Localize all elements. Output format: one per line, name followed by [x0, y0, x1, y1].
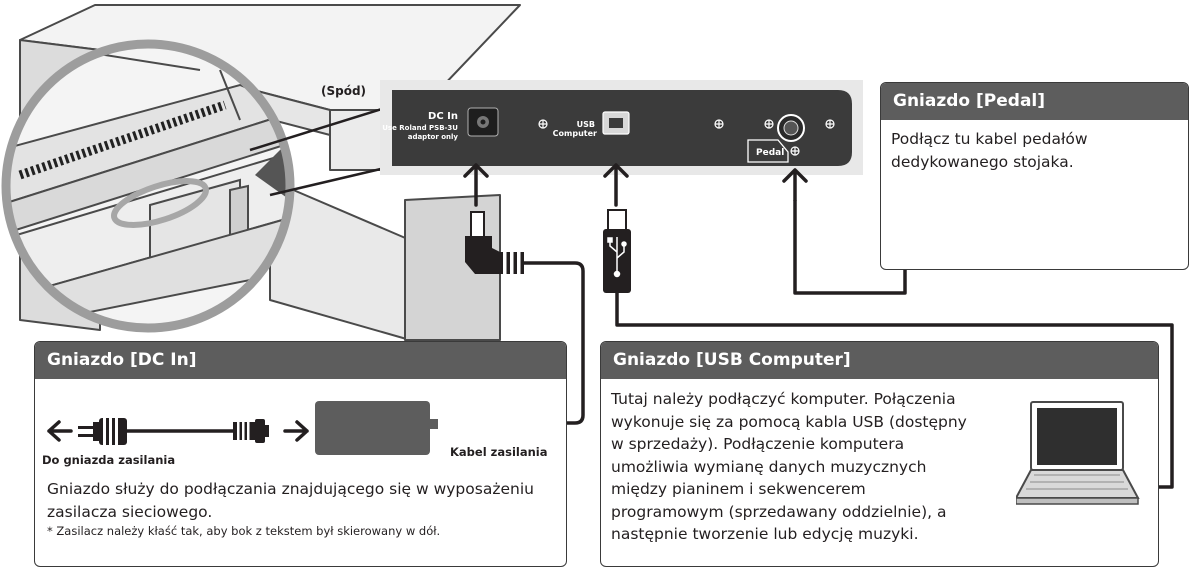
- usb-plug: [603, 209, 631, 293]
- usb-computer-socket-box: Gniazdo [USB Computer] Tutaj należy podł…: [600, 341, 1159, 567]
- bottom-label: (Spód): [321, 84, 366, 98]
- laptop-icon: [1016, 401, 1140, 505]
- plug-icon: [78, 418, 127, 445]
- dc-plug: [465, 211, 524, 274]
- pedal-panel-label: Pedal: [756, 148, 784, 158]
- usb-box-title: Gniazdo [USB Computer]: [601, 342, 1158, 379]
- arrow-up-icon: [463, 163, 808, 207]
- usb-panel-label1: USB: [577, 120, 595, 129]
- magnifier-view: [1, 39, 386, 333]
- usb-panel-label2: Computer: [553, 129, 597, 138]
- connector-plug: [233, 419, 269, 443]
- dc-in-panel-sub1: Use Roland PSB-3U: [382, 124, 458, 132]
- dc-box-title: Gniazdo [DC In]: [35, 342, 566, 379]
- pedal-box-text: Podłącz tu kabel pedałów dedykowanego st…: [891, 130, 1088, 171]
- usb-icon: [607, 237, 627, 278]
- cable-label: Kabel zasilania: [450, 445, 548, 459]
- dc-in-socket-box: Gniazdo [DC In] Do: [34, 341, 567, 567]
- dc-box-note: * Zasilacz należy kłaść tak, aby bok z t…: [47, 524, 441, 538]
- dc-in-panel-sub2: adaptor only: [408, 133, 459, 141]
- cables: [432, 200, 1174, 489]
- pedal-socket-box: Gniazdo [Pedal] Podłącz tu kabel pedałów…: [880, 82, 1189, 270]
- pedal-box-title: Gniazdo [Pedal]: [881, 83, 1188, 120]
- dc-box-text: Gniazdo służy do podłączania znajdująceg…: [47, 480, 534, 521]
- dc-in-panel-label: DC In: [428, 111, 458, 122]
- ac-adapter-icon: [315, 401, 438, 455]
- usb-box-text: Tutaj należy podłączyć komputer. Połącze…: [611, 390, 967, 543]
- outlet-label: Do gniazda zasilania: [42, 453, 176, 467]
- arrow-left-icon: [47, 420, 73, 442]
- power-cable-illustration: [47, 401, 438, 455]
- bottom-panel: DC In Use Roland PSB-3U adaptor only USB…: [380, 80, 863, 175]
- arrow-right-icon: [283, 420, 309, 442]
